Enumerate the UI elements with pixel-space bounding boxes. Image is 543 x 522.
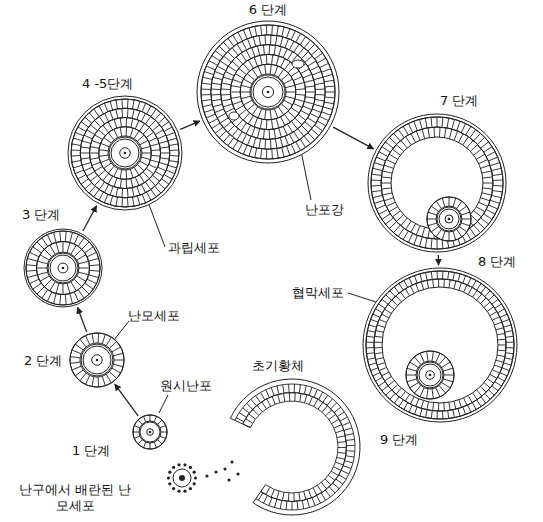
stage-label: 6 단계: [249, 2, 287, 18]
leader-line: [159, 395, 168, 413]
stage-arrow: [78, 307, 87, 331]
follicle-stage: 9 단계: [222, 377, 362, 517]
stage-label: 1 단계: [72, 443, 110, 459]
follicle-stage: 1 단계: [132, 414, 168, 450]
follicle-stage: 난구에서 배란된 난모세포: [166, 462, 198, 494]
follicle-stage: 3 단계: [23, 228, 103, 308]
stage-label: 8 단계: [478, 254, 516, 270]
follicle-stage: 2 단계: [69, 332, 125, 388]
part-label: 초기황체: [252, 358, 304, 374]
stage-arrow: [333, 127, 373, 149]
follicle-stage: 4 -5단계: [67, 95, 183, 211]
stage-label: 난구에서 배란된 난모세포: [14, 482, 136, 515]
stage-label: 7 단계: [440, 93, 478, 109]
leader-line: [348, 293, 376, 302]
follicle-drawing: [67, 95, 183, 211]
part-label: 협막세포: [292, 285, 344, 301]
follicle-stage: 6 단계: [196, 20, 340, 164]
follicle-drawing: [222, 377, 362, 517]
stage-arrow: [180, 121, 200, 129]
stage-arrow: [83, 206, 97, 231]
part-label: 난모세포: [128, 308, 180, 324]
stage-label: 3 단계: [22, 207, 60, 223]
stage-label: 9 단계: [380, 432, 418, 448]
part-label: 과립세포: [168, 240, 220, 256]
follicle-stage: 7 단계: [367, 113, 507, 253]
follicle-drawing: [166, 462, 198, 494]
stage-arrow: [438, 255, 439, 265]
released-cells: [205, 460, 239, 481]
part-label: 난포강: [305, 202, 344, 218]
leader-line: [148, 202, 165, 247]
follicle-drawing: [23, 228, 103, 308]
follicle-stage: 8 단계: [362, 267, 518, 423]
follicle-drawing: [132, 414, 168, 450]
part-label: 원시난포: [160, 378, 212, 394]
follicle-drawing: [196, 20, 340, 164]
stage-arrow: [115, 384, 138, 416]
stage-label: 2 단계: [24, 353, 62, 369]
stage-label: 4 -5단계: [82, 76, 133, 92]
follicle-drawing: [362, 267, 518, 423]
follicle-drawing: [367, 113, 507, 253]
follicle-drawing: [69, 332, 125, 388]
